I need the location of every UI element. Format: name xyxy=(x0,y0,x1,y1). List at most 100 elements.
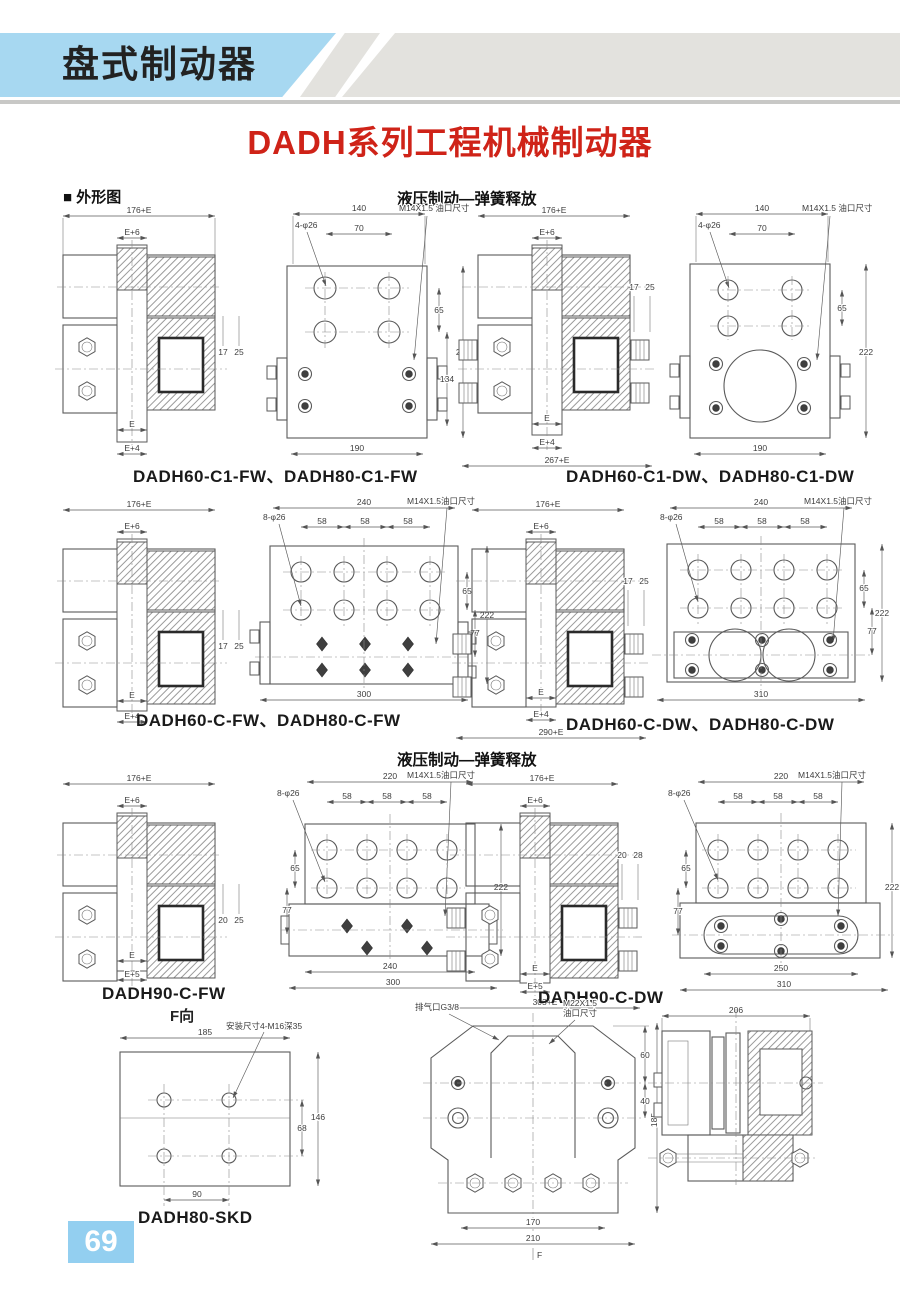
port-callout: M14X1.5油口尺寸 xyxy=(407,770,476,780)
dim: 176+E xyxy=(542,205,567,215)
dim: 65 xyxy=(434,305,444,315)
dim: 210 xyxy=(526,1233,540,1243)
dim: 17 xyxy=(218,347,228,357)
dim: 58 xyxy=(317,516,327,526)
dim: 25 xyxy=(234,915,244,925)
dim: 65 xyxy=(837,303,847,313)
dim: E+5 xyxy=(527,981,543,991)
dim: 58 xyxy=(422,791,432,801)
fig4-side-view: 176+E E+6 17 25 E E+4 290+E xyxy=(452,498,650,741)
dim: 190 xyxy=(350,443,364,453)
fig3-label: DADH60-C-FW、DADH80-C-FW xyxy=(136,711,401,730)
dim: 40 xyxy=(640,1096,650,1106)
fig8-drawing: 排气口G3/8 M22X1.5 油口尺寸 60 40 185 170 210 F xyxy=(414,997,660,1261)
fig6-drawing: 176+E E+6 20 28 E E+5 303+E 220 58 58 xyxy=(446,769,900,1011)
dim: 70 xyxy=(354,223,364,233)
port-callout: M14X1.5 油口尺寸 xyxy=(802,203,873,213)
hole-callout: 8-φ26 xyxy=(660,512,683,522)
dim: E+5 xyxy=(124,969,140,979)
dim: 58 xyxy=(773,791,783,801)
dim: 140 xyxy=(352,203,366,213)
dim: 300 xyxy=(357,689,371,699)
fig9-drawing: 206 xyxy=(648,1004,823,1185)
dim: 58 xyxy=(733,791,743,801)
hydraulic-heading-1: 液压制动—弹簧释放 xyxy=(397,191,537,208)
dim: 25 xyxy=(234,641,244,651)
dim: 65 xyxy=(290,863,300,873)
dim: 250 xyxy=(774,963,788,973)
dim: 77 xyxy=(470,628,480,638)
dim: 65 xyxy=(681,863,691,873)
dim: E xyxy=(129,950,135,960)
dim: 176+E xyxy=(536,499,561,509)
dim: 20 xyxy=(617,850,627,860)
dim: 65 xyxy=(859,583,869,593)
view-mark: F xyxy=(537,1250,542,1260)
vent-callout: 排气口G3/8 xyxy=(415,1002,459,1012)
dim: E+6 xyxy=(124,521,140,531)
fig4-front-view: 240 58 58 58 8-φ26 M14X1.5油口尺寸 65 77 222 xyxy=(652,495,890,703)
dim: E+6 xyxy=(533,521,549,531)
dim: E xyxy=(538,687,544,697)
dim: 310 xyxy=(754,689,768,699)
dim: 176+E xyxy=(127,773,152,783)
mounting-callout: 安装尺寸4-M16深35 xyxy=(226,1021,302,1031)
dim: 222 xyxy=(875,608,889,618)
banner-title: 盘式制动器 xyxy=(62,44,257,85)
dim: 176+E xyxy=(530,773,555,783)
dim: 290+E xyxy=(539,727,564,737)
dim: 300 xyxy=(386,977,400,987)
dim: 68 xyxy=(297,1123,307,1133)
dim: 222 xyxy=(859,347,873,357)
dim: 185 xyxy=(198,1027,212,1037)
fig4-drawing: 176+E E+6 17 25 E E+4 290+E 240 58 58 xyxy=(452,495,890,741)
port-callout: M14X1.5油口尺寸 xyxy=(407,496,476,506)
port-callout: M14X1.5 油口尺寸 xyxy=(399,203,470,213)
fig5-front-view: 220 58 58 58 8-φ26 M14X1.5油口尺寸 65 77 222… xyxy=(276,769,509,991)
dim: E xyxy=(532,963,538,973)
dim: 176+E xyxy=(127,205,152,215)
hole-callout: 4-φ26 xyxy=(295,220,318,230)
dim: 60 xyxy=(640,1050,650,1060)
dim: 134 xyxy=(440,374,454,384)
fig5-drawing: 176+E E+6 20 25 E E+5 220 58 58 58 8-φ26 xyxy=(55,769,509,991)
dim: 77 xyxy=(673,906,683,916)
dim: 222 xyxy=(494,882,508,892)
dim: E xyxy=(129,690,135,700)
dim: 222 xyxy=(885,882,899,892)
fig1-side-view: 176+E E+6 17 25 E E+4 xyxy=(55,204,245,457)
dim: 17 xyxy=(629,282,639,292)
dim: 58 xyxy=(757,516,767,526)
fig7-label: DADH80-SKD xyxy=(138,1208,253,1227)
dim: 25 xyxy=(639,576,649,586)
dim: 20 xyxy=(218,915,228,925)
dim: 70 xyxy=(757,223,767,233)
dim: E+4 xyxy=(124,443,140,453)
dim: 220 xyxy=(774,771,788,781)
section-label: ■ 外形图 xyxy=(63,189,122,206)
dim: E+6 xyxy=(124,795,140,805)
dim: E xyxy=(129,419,135,429)
dim: 58 xyxy=(382,791,392,801)
hydraulic-heading-2: 液压制动—弹簧释放 xyxy=(397,752,537,769)
fig5-side-view: 176+E E+6 20 25 E E+5 xyxy=(55,772,245,986)
dim: 77 xyxy=(282,905,292,915)
hole-callout: 4-φ26 xyxy=(698,220,721,230)
dim: 267+E xyxy=(545,455,570,465)
fig6-front-view: 220 58 58 58 8-φ26 M14X1.5油口尺寸 65 77 222… xyxy=(667,769,900,993)
hole-callout: 8-φ26 xyxy=(263,512,286,522)
dim: 176+E xyxy=(127,499,152,509)
dim: 146 xyxy=(311,1112,325,1122)
fig1-drawing: 176+E E+6 17 25 E E+4 140 70 4-φ26 xyxy=(55,202,471,457)
fig1-front-view: 140 70 4-φ26 M14X1.5 油口尺寸 65 134 222 190 xyxy=(266,202,471,457)
page-number: 69 xyxy=(68,1221,134,1263)
banner-gray-shape xyxy=(342,33,900,97)
dim: 170 xyxy=(526,1217,540,1227)
dim: 303+E xyxy=(533,997,558,1007)
fig6-side-view: 176+E E+6 20 28 E E+5 303+E xyxy=(446,772,644,1011)
fig6-label: DADH90-C-DW xyxy=(538,988,664,1007)
dim: 65 xyxy=(462,586,472,596)
dim: 58 xyxy=(813,791,823,801)
dim: 25 xyxy=(234,347,244,357)
